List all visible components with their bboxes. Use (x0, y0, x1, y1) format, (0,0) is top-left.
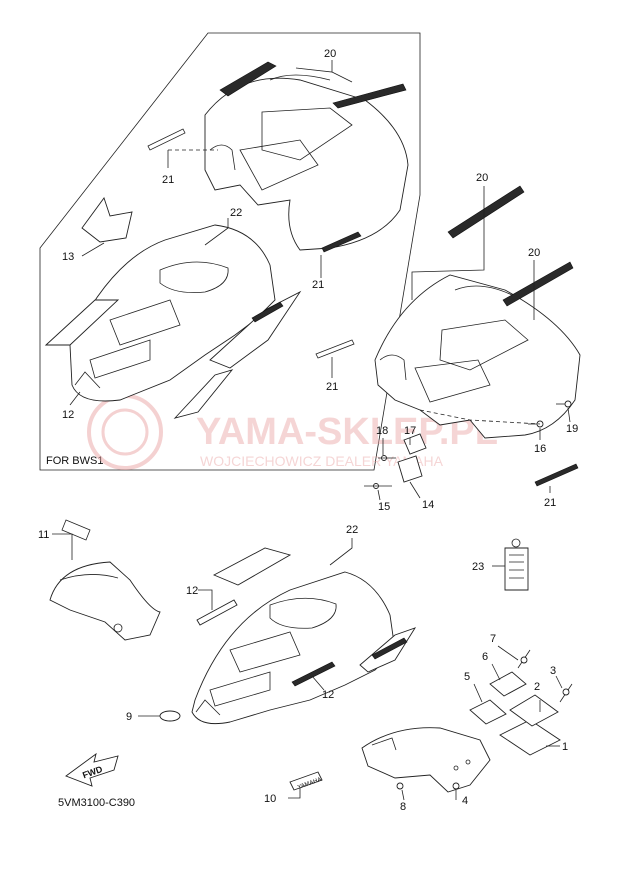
callout-23: 23 (472, 561, 484, 573)
callout-5: 5 (464, 671, 470, 683)
callout-7: 7 (490, 633, 496, 645)
callout-4: 4 (462, 795, 468, 807)
callout-21-d: 21 (544, 497, 556, 509)
callout-12-b: 12 (186, 585, 198, 597)
callout-22-a: 22 (230, 207, 242, 219)
callout-21-b: 21 (312, 279, 324, 291)
callout-22-b: 22 (346, 524, 358, 536)
callout-17: 17 (404, 425, 416, 437)
license-bracket (289, 649, 573, 793)
callout-19: 19 (566, 423, 578, 435)
watermark-logo-inner-icon (101, 408, 149, 456)
front-fender (159, 547, 417, 725)
inset-rear-fender (147, 61, 409, 253)
callout-21-a: 21 (162, 174, 174, 186)
callout-16: 16 (534, 443, 546, 455)
diagram-code: 5VM3100-C390 (58, 797, 135, 809)
callout-2: 2 (534, 681, 540, 693)
callout-12-c: 12 (322, 689, 334, 701)
callout-20-c: 20 (528, 247, 540, 259)
seat-cover (49, 519, 161, 641)
callout-18: 18 (376, 425, 388, 437)
callout-1: 1 (562, 741, 568, 753)
bws1-inset-frame (39, 32, 421, 471)
callout-10: 10 (264, 793, 276, 805)
callout-14: 14 (422, 499, 434, 511)
callout-11: 11 (38, 529, 49, 541)
callout-9: 9 (126, 711, 132, 723)
callout-6: 6 (482, 651, 488, 663)
callout-3: 3 (550, 665, 556, 677)
callout-12-a: 12 (62, 409, 74, 421)
inset-label: FOR BWS1 (46, 455, 103, 467)
callout-20-b: 20 (476, 172, 488, 184)
inset-front-fender (44, 197, 302, 419)
callout-21-c: 21 (326, 381, 338, 393)
warning-tag (504, 538, 529, 591)
watermark-logo-icon (87, 394, 163, 470)
fwd-arrow-icon: FWD (65, 752, 119, 787)
rear-fender (315, 185, 581, 487)
callout-20-a: 20 (324, 48, 336, 60)
callout-13: 13 (62, 251, 74, 263)
callout-15: 15 (378, 501, 390, 513)
fender-hardware (364, 400, 572, 489)
callout-8: 8 (400, 801, 406, 813)
